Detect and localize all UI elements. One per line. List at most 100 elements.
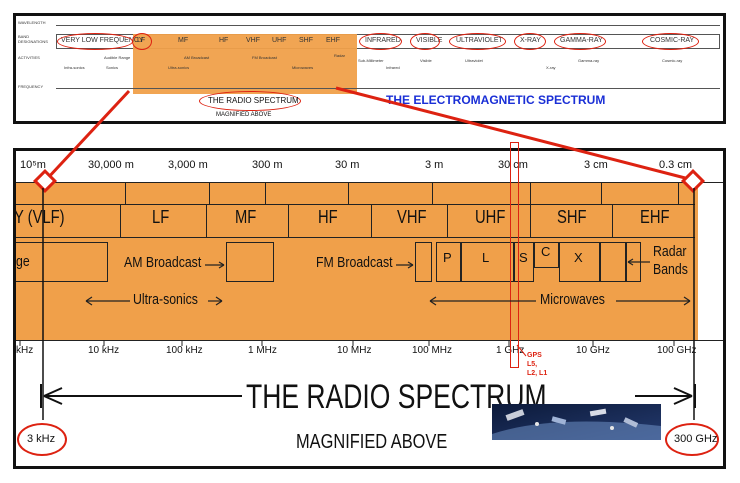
band-uhf: UHF <box>475 207 512 228</box>
radar-band-k <box>600 242 626 282</box>
radar-band-l <box>461 242 514 282</box>
band-divider <box>206 204 207 237</box>
highlight-3khz <box>17 423 67 456</box>
band-divider <box>530 204 531 237</box>
radar-letter-c: C <box>541 244 551 259</box>
radar-band-p <box>436 242 461 282</box>
gps-label-2: L5, <box>527 361 538 368</box>
frequency-label-1: 10 kHz <box>88 345 120 356</box>
band-vlf-label: Y (VLF) <box>14 207 65 227</box>
highlight-xray <box>514 33 546 50</box>
radar-bands-label-2: Bands <box>653 261 688 278</box>
top-activity-gamma: Gamma-ray <box>578 58 600 63</box>
right-connector-diamond <box>680 168 706 194</box>
top-activity-infrared: Infrared <box>386 65 400 70</box>
top-band-hf: HF <box>219 37 229 44</box>
band-mf-label: MF <box>235 207 257 227</box>
highlight-cosmicray <box>642 33 699 50</box>
top-activity-ultrasonics: Ultra-sonics <box>168 65 190 70</box>
band-divider <box>612 204 613 237</box>
top-band-ehf: EHF <box>326 37 340 44</box>
wavelength-label-4: 30 m <box>335 159 360 171</box>
wavelength-label-6: 30 cm <box>498 159 528 171</box>
highlight-gammaray <box>554 33 606 50</box>
top-band-mf: MF <box>178 37 189 44</box>
band-vhf-label: VHF <box>397 207 427 227</box>
wl-tick <box>125 183 126 204</box>
frequency-label-3: 1 MHz <box>248 345 277 356</box>
band-divider <box>447 204 448 237</box>
row-label-bands: BAND DESIGNATIONS <box>18 34 48 44</box>
band-ehf-label: EHF <box>640 207 670 227</box>
band-lf: LF <box>152 207 173 228</box>
top-activity-infrasonics: Infra-sonics <box>64 65 85 70</box>
highlight-visible <box>410 33 440 50</box>
frequency-label-4: 10 MHz <box>337 345 372 356</box>
wavelength-label-7: 3 cm <box>584 159 608 171</box>
row-label-wavelength: WAVELENGTH <box>18 20 46 25</box>
band-row-top <box>16 204 695 205</box>
satellite-image <box>492 404 661 440</box>
top-activity-radar: Radar <box>334 53 345 58</box>
wl-tick <box>601 183 602 204</box>
band-divider <box>120 204 121 237</box>
gps-label-3: L2, L1 <box>527 370 548 377</box>
band-ehf: EHF <box>640 207 676 228</box>
highlight-lf <box>132 33 152 50</box>
fm-broadcast-label: FM Broadcast <box>316 254 393 271</box>
gps-highlight-column <box>510 142 519 368</box>
em-spectrum-panel: WAVELENGTH BAND DESIGNATIONS ACTIVITIES … <box>13 13 726 124</box>
band-divider <box>288 204 289 237</box>
top-radio-spectrum-title: THE RADIO SPECTRUM <box>208 96 299 105</box>
frequency-label-0: kHz <box>16 345 34 356</box>
radar-letter-l: L <box>482 250 490 265</box>
highlight-infrared <box>359 33 402 50</box>
wavelength-label-8: 0.3 cm <box>659 159 693 171</box>
wavelength-label-0: 10⁵m <box>20 159 46 171</box>
right-end-label: 300 GHz <box>674 433 718 445</box>
frequency-label-7: 10 GHz <box>576 345 610 356</box>
partial-use-box <box>16 242 108 282</box>
wavelength-label-3: 300 m <box>252 159 283 171</box>
frequency-axis-line <box>16 340 723 341</box>
band-hf: HF <box>318 207 342 228</box>
top-activity-microwaves: Microwaves <box>292 65 314 70</box>
highlight-300ghz <box>665 423 719 456</box>
ultrasonics-label: Ultra-sonics <box>133 291 198 308</box>
em-spectrum-title: THE ELECTROMAGNETIC SPECTRUM <box>386 93 606 107</box>
wl-tick <box>265 183 266 204</box>
radar-band-x <box>559 242 600 282</box>
band-divider <box>371 204 372 237</box>
am-broadcast-box <box>226 242 274 282</box>
left-connector-diamond <box>32 168 58 194</box>
top-band-vhf: VHF <box>246 37 260 44</box>
top-activity-fm: FM Broadcast <box>252 55 277 60</box>
highlight-ultraviolet <box>449 33 506 50</box>
row-label-frequency: FREQUENCY <box>18 84 44 89</box>
band-shf-label: SHF <box>557 207 587 227</box>
top-magnified-label: MAGNIFIED ABOVE <box>216 112 272 118</box>
wl-tick <box>530 183 531 204</box>
band-uhf-label: UHF <box>475 207 506 227</box>
top-activity-am: AM Broadcast <box>184 55 210 60</box>
frequency-label-8: 100 GHz <box>657 345 697 356</box>
wavelength-label-2: 3,000 m <box>168 159 208 171</box>
top-activity-visible: Visible <box>420 58 432 63</box>
frequency-label-2: 100 kHz <box>166 345 203 356</box>
radar-letter-x: X <box>574 250 583 265</box>
radar-letter-s: S <box>519 250 528 265</box>
top-radio-region <box>133 34 357 94</box>
main-magnified-label: MAGNIFIED ABOVE <box>296 431 448 453</box>
radar-letter-p: P <box>443 250 452 265</box>
top-activity-ultraviolet: Ultraviolet <box>465 58 483 63</box>
top-activity-submm: Sub-Millimeter <box>358 58 384 63</box>
wavelength-axis-line <box>16 182 723 183</box>
top-activity-audible: Audible Range <box>104 55 131 60</box>
wl-tick <box>348 183 349 204</box>
wl-tick <box>432 183 433 204</box>
band-mf: MF <box>235 207 261 228</box>
band-vlf: Y (VLF) <box>14 207 76 228</box>
top-frequency-axis <box>56 88 720 89</box>
top-band-uhf: UHF <box>272 37 287 44</box>
